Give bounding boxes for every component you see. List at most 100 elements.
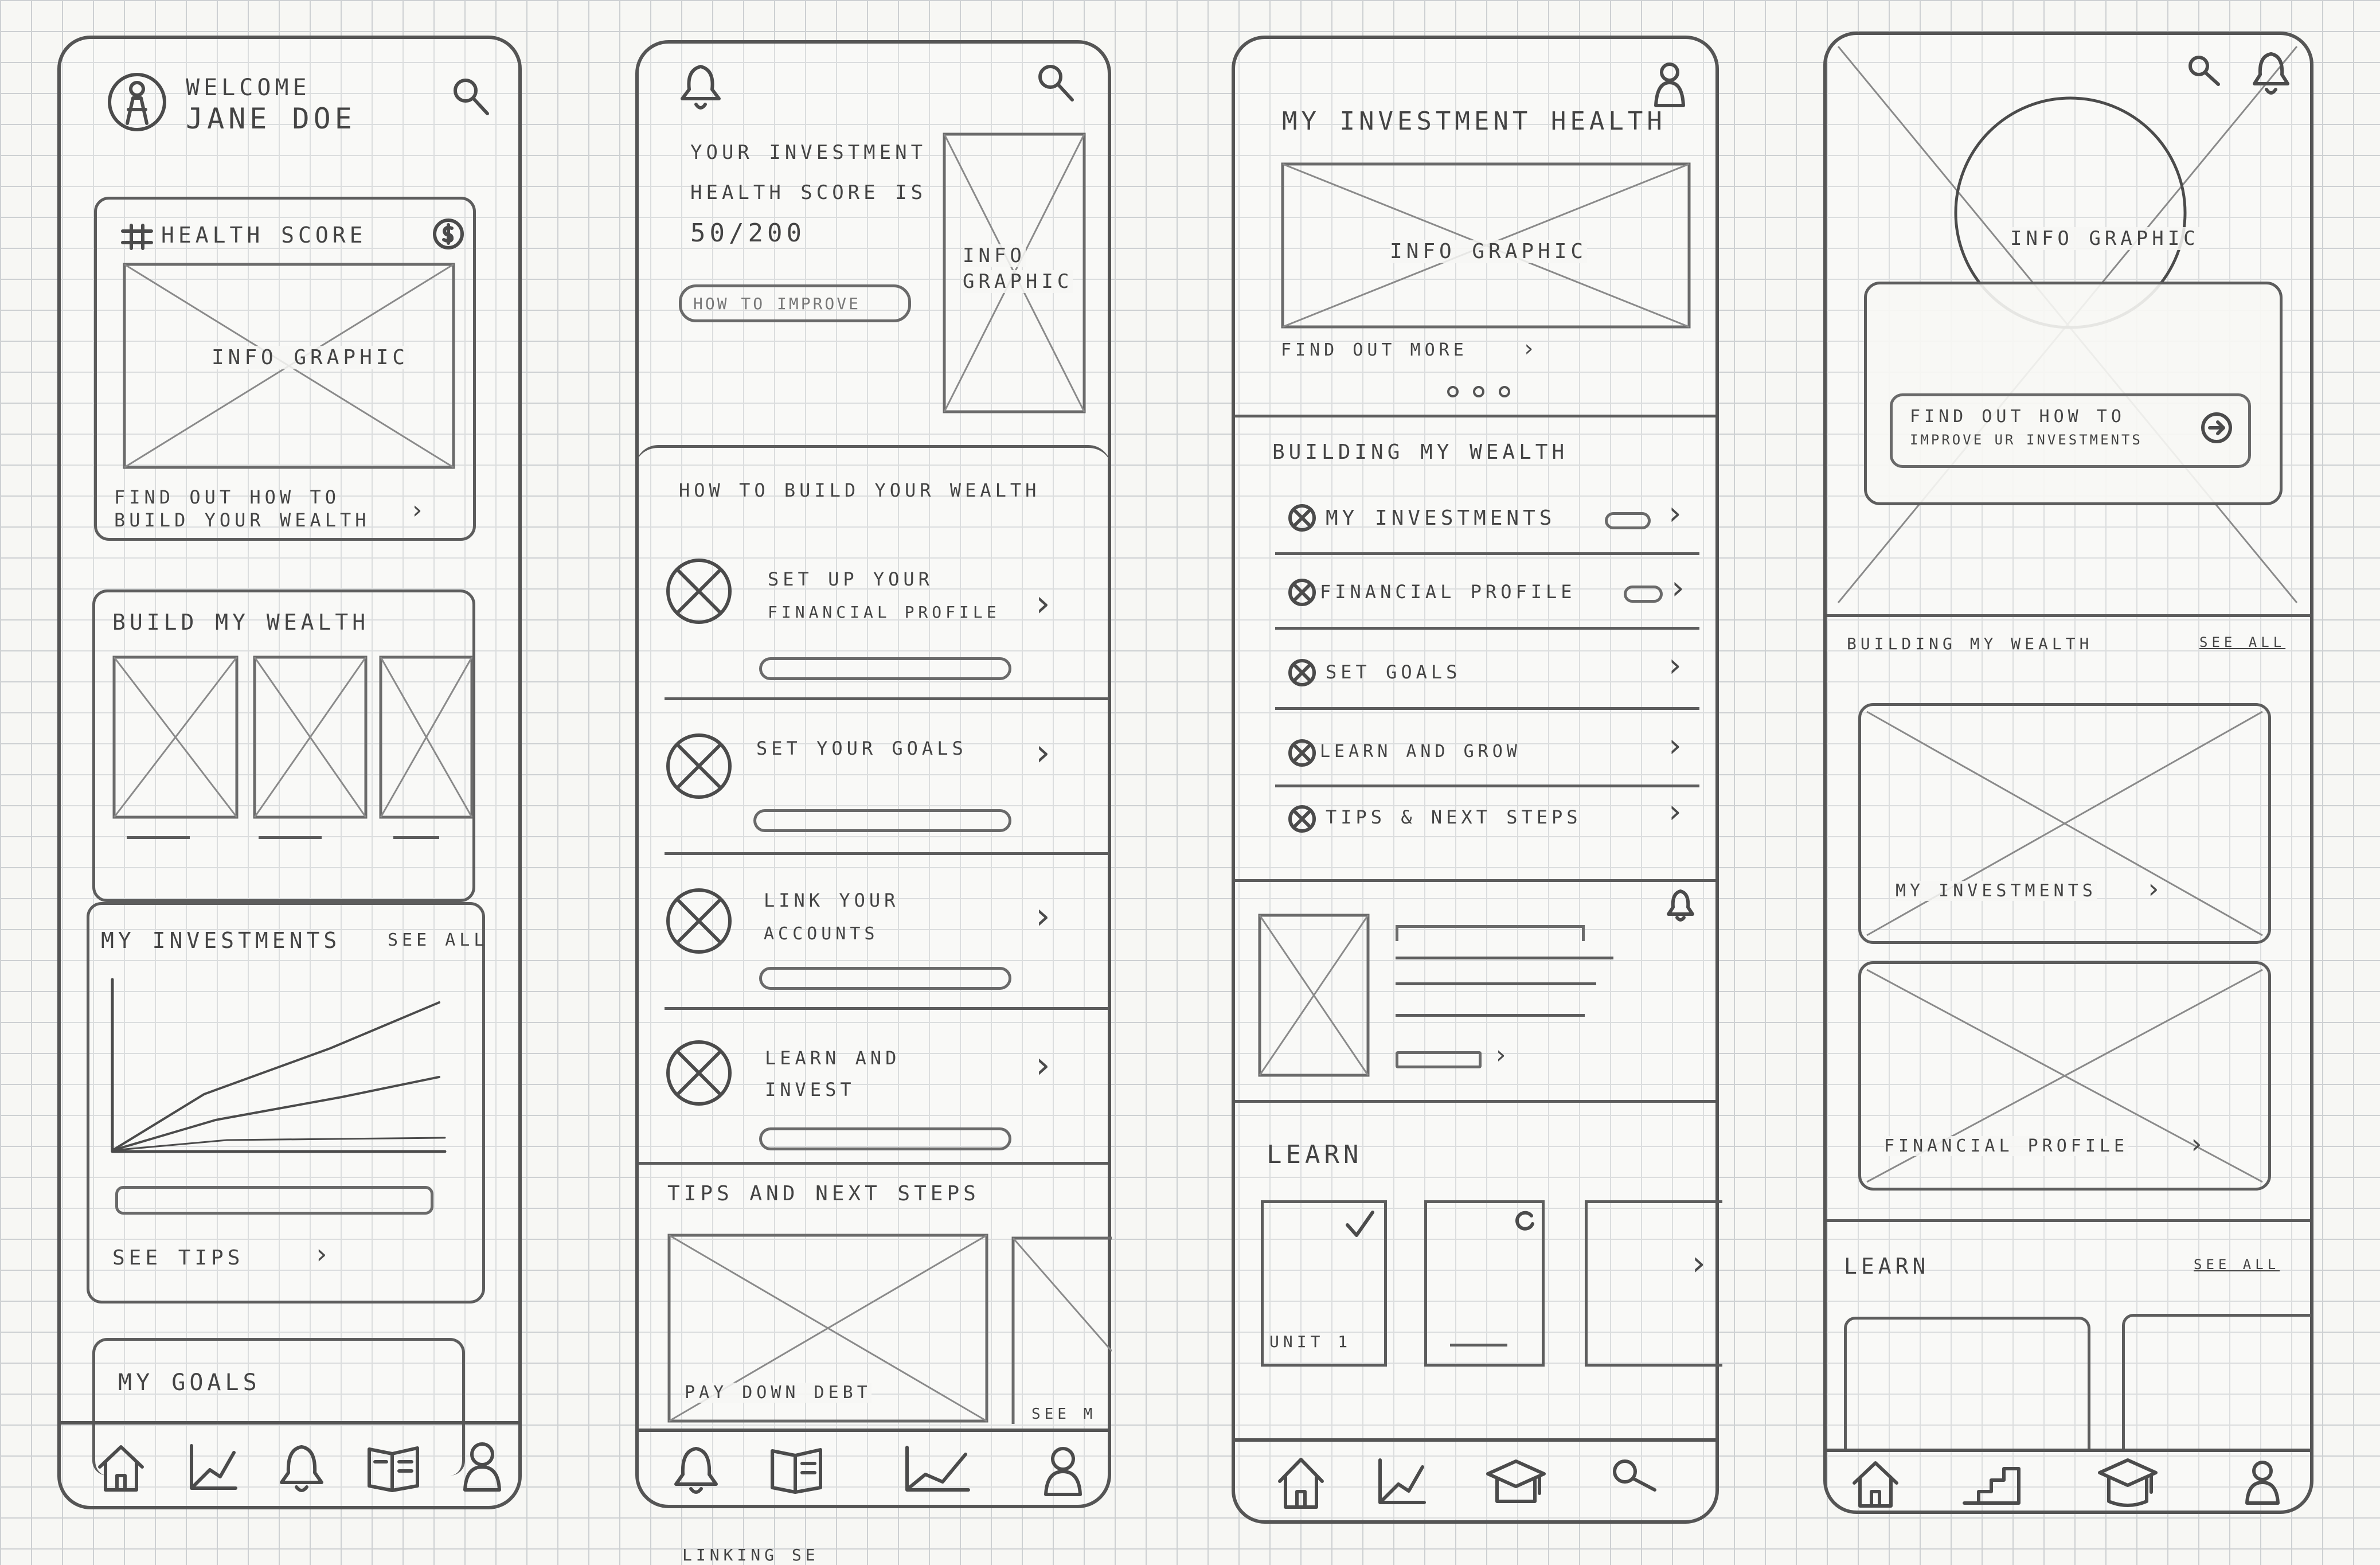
step-row-profile[interactable]: SET UP YOUR FINANCIAL PROFILE › — [639, 531, 1108, 697]
bell-icon[interactable] — [670, 1443, 722, 1494]
progress-ring-icon — [1515, 1211, 1534, 1231]
search-icon[interactable] — [1608, 1455, 1659, 1501]
chevron-right-icon[interactable]: › — [1665, 495, 1685, 532]
wealth-row-profile[interactable]: FINANCIAL PROFILE › — [1264, 552, 1699, 627]
carousel-dot[interactable] — [1473, 386, 1484, 397]
arrow-right-circle-icon[interactable] — [2199, 411, 2234, 445]
search-icon[interactable] — [1034, 61, 1080, 107]
bell-icon[interactable] — [1665, 888, 1697, 922]
chevron-right-icon[interactable]: › — [2188, 1128, 2205, 1160]
see-tips-link[interactable]: SEE TIPS — [112, 1246, 244, 1270]
book-icon[interactable] — [768, 1443, 825, 1494]
info-graphic-label: INFO GRAPHIC — [2010, 227, 2199, 250]
learn-card-2[interactable] — [2122, 1314, 2311, 1449]
cap-icon[interactable] — [1484, 1455, 1547, 1507]
learn-card-unit-1[interactable]: UNIT 1 — [1261, 1200, 1387, 1367]
find-out-line1: FIND OUT HOW TO — [1910, 407, 2125, 427]
step-row-goals[interactable]: SET YOUR GOALS › — [639, 697, 1108, 852]
step-line2: INVEST — [765, 1079, 855, 1100]
carousel-dot[interactable] — [1447, 386, 1459, 397]
bell-icon[interactable] — [678, 62, 724, 114]
card-caption-line — [1450, 1344, 1507, 1347]
my-investments-card[interactable]: MY INVESTMENTS › — [1858, 703, 2271, 944]
chevron-right-icon[interactable]: › — [409, 495, 425, 525]
wealth-tile-3[interactable] — [379, 655, 474, 819]
row-progress-pill — [1605, 512, 1651, 529]
book-icon[interactable] — [365, 1441, 422, 1493]
avatar-icon[interactable] — [105, 71, 169, 134]
see-all-link[interactable]: SEE ALL — [388, 930, 488, 950]
article-thumbnail[interactable] — [1258, 914, 1370, 1077]
bell-icon[interactable] — [2251, 49, 2291, 98]
search-icon[interactable] — [450, 75, 495, 120]
my-goals-card[interactable]: MY GOALS — [92, 1338, 465, 1476]
time-range-selector[interactable] — [115, 1186, 433, 1215]
financial-profile-card[interactable]: FINANCIAL PROFILE › — [1858, 961, 2271, 1191]
wealth-row-tips[interactable]: TIPS & NEXT STEPS › — [1264, 785, 1699, 848]
dollar-icon[interactable] — [432, 218, 464, 250]
step-line1: LINK YOUR — [764, 889, 900, 911]
wealth-tile-1[interactable] — [112, 655, 239, 819]
wealth-row-investments[interactable]: MY INVESTMENTS › — [1264, 481, 1699, 552]
person-icon[interactable] — [459, 1438, 505, 1493]
chevron-right-icon[interactable]: › — [1031, 583, 1054, 625]
row-divider — [1275, 707, 1699, 710]
investment-line-chart — [111, 978, 447, 1153]
carousel-dot[interactable] — [1499, 386, 1510, 397]
chevron-right-icon[interactable]: › — [1665, 647, 1685, 684]
stairs-icon[interactable] — [1961, 1460, 2025, 1506]
wealth-row-learn[interactable]: LEARN AND GROW › — [1264, 707, 1699, 785]
chevron-right-icon[interactable]: › — [1493, 1040, 1508, 1070]
person-icon[interactable] — [1652, 60, 1687, 108]
chart-icon[interactable] — [1375, 1455, 1427, 1507]
chevron-right-icon[interactable]: › — [2145, 873, 2162, 905]
search-icon[interactable] — [2185, 52, 2225, 92]
step-row-accounts[interactable]: LINK YOUR ACCOUNTS › — [639, 852, 1108, 1007]
wealth-row-label: LEARN AND GROW — [1320, 741, 1521, 762]
chevron-right-icon[interactable]: › — [1031, 895, 1054, 938]
chevron-right-icon[interactable]: › — [1522, 335, 1536, 362]
chart-icon[interactable] — [902, 1443, 971, 1494]
step-row-learn[interactable]: LEARN AND INVEST › — [639, 1007, 1108, 1150]
learn-see-all-link[interactable]: SEE ALL — [2194, 1256, 2280, 1273]
chevron-right-icon[interactable]: › — [1668, 569, 1687, 607]
home-icon[interactable] — [1275, 1453, 1327, 1510]
wealth-tile-2[interactable] — [253, 655, 368, 819]
build-wealth-panel — [635, 445, 1111, 1225]
see-more-link[interactable]: SEE M — [1031, 1406, 1097, 1423]
placeholder-circle-icon — [1288, 504, 1316, 532]
see-all-link[interactable]: SEE ALL — [2199, 634, 2286, 650]
home-icon[interactable] — [95, 1441, 147, 1493]
chart-icon[interactable] — [187, 1441, 239, 1493]
chevron-right-icon[interactable]: › — [1665, 793, 1685, 830]
health-link-line1[interactable]: FIND OUT HOW TO — [114, 486, 340, 508]
learn-card-1[interactable] — [1844, 1317, 2090, 1449]
wealth-row-goals[interactable]: SET GOALS › — [1264, 627, 1699, 707]
find-out-more-link[interactable]: FIND OUT MORE — [1281, 340, 1468, 360]
tip-card-placeholder-2[interactable] — [1011, 1236, 1112, 1426]
how-to-improve-button[interactable]: HOW TO IMPROVE — [679, 284, 911, 322]
improve-card[interactable]: FIND OUT HOW TO IMPROVE UR INVESTMENTS — [1864, 282, 2283, 505]
cap-icon[interactable] — [2096, 1454, 2159, 1509]
person-icon[interactable] — [1040, 1443, 1086, 1497]
my-investments-card[interactable]: MY INVESTMENTS SEE ALL SEE TIPS › — [87, 902, 485, 1303]
improve-button[interactable]: FIND OUT HOW TO IMPROVE UR INVESTMENTS — [1890, 393, 2251, 468]
home-icon[interactable] — [1850, 1457, 1901, 1509]
bell-icon[interactable] — [276, 1441, 327, 1493]
build-wealth-card[interactable]: BUILD MY WEALTH — [92, 590, 475, 902]
chevron-right-icon[interactable]: › — [1665, 727, 1685, 764]
chevron-right-icon[interactable]: › — [1031, 732, 1054, 774]
person-icon[interactable] — [2242, 1457, 2283, 1506]
placeholder-circle-icon — [666, 559, 732, 624]
health-link-line2[interactable]: BUILD YOUR WEALTH — [114, 509, 370, 531]
carousel-dots[interactable] — [1447, 386, 1516, 397]
chevron-right-icon[interactable]: › — [1688, 1243, 1709, 1283]
learn-card-2[interactable] — [1424, 1200, 1545, 1367]
tip-card-caption: PAY DOWN DEBT — [685, 1383, 872, 1403]
learn-card-3[interactable]: › — [1585, 1200, 1722, 1367]
chevron-right-icon[interactable]: › — [313, 1238, 330, 1270]
article-cta-button[interactable] — [1396, 1051, 1482, 1068]
chevron-right-icon[interactable]: › — [1031, 1044, 1054, 1087]
health-score-card[interactable]: HEALTH SCORE INFO GRAPHIC FIND OUT HOW T… — [94, 197, 476, 541]
how-to-improve-label: HOW TO IMPROVE — [693, 294, 861, 313]
